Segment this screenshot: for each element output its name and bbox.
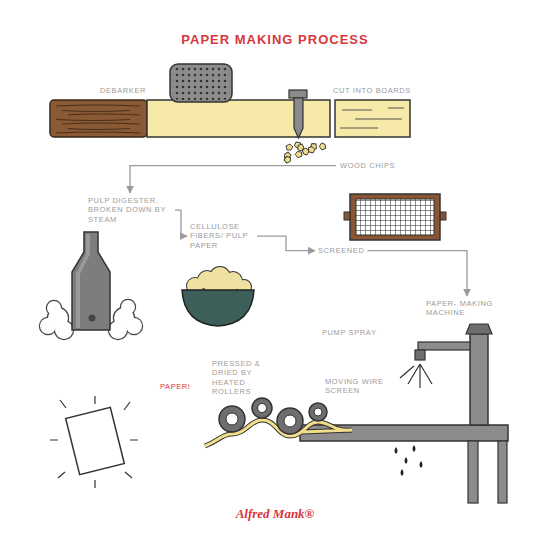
pulp-digester: [40, 232, 142, 339]
step-label: CELLULOSE FIBERS/ PULP PAPER: [190, 222, 254, 250]
brand-logo: Alfred Mank®: [0, 506, 550, 522]
step-label: PAPER- MAKING MACHINE: [426, 299, 508, 318]
flow-arrow: [367, 251, 467, 296]
process-step: PULP DIGESTER, BROKEN DOWN BY STEAM: [88, 196, 172, 224]
paper-sheet: [50, 396, 138, 488]
step-label: WOOD CHIPS: [340, 161, 395, 170]
wood-chips: [283, 140, 326, 163]
log: [50, 100, 410, 137]
flow-arrow: [175, 210, 187, 236]
debarker-drum: [170, 64, 232, 102]
step-label: SCREENED: [318, 246, 364, 255]
part-label: PUMP SPRAY: [322, 328, 377, 337]
part-label: DEBARKER: [100, 86, 146, 95]
process-step: WOOD CHIPS: [340, 161, 395, 170]
flow-arrow: [130, 166, 336, 193]
process-step: PAPER- MAKING MACHINE: [426, 299, 508, 318]
heated-rollers: [205, 398, 352, 446]
screen-frame: [344, 194, 446, 240]
diagram-title: PAPER MAKING PROCESS: [0, 32, 550, 47]
part-label: CUT INTO BOARDS: [333, 86, 411, 95]
process-step: CELLULOSE FIBERS/ PULP PAPER: [190, 222, 254, 250]
process-step: SCREENED: [318, 246, 364, 255]
saw-blade: [289, 90, 307, 138]
part-label: PRESSED & DRIED BY HEATED ROLLERS: [212, 359, 268, 397]
part-label: PAPER!: [160, 382, 191, 391]
paper-machine: [300, 324, 508, 503]
step-label: PULP DIGESTER, BROKEN DOWN BY STEAM: [88, 196, 172, 224]
part-label: MOVING WIRE SCREEN: [325, 377, 393, 396]
pulp-bowl: [182, 267, 254, 326]
flow-arrow: [257, 236, 315, 251]
